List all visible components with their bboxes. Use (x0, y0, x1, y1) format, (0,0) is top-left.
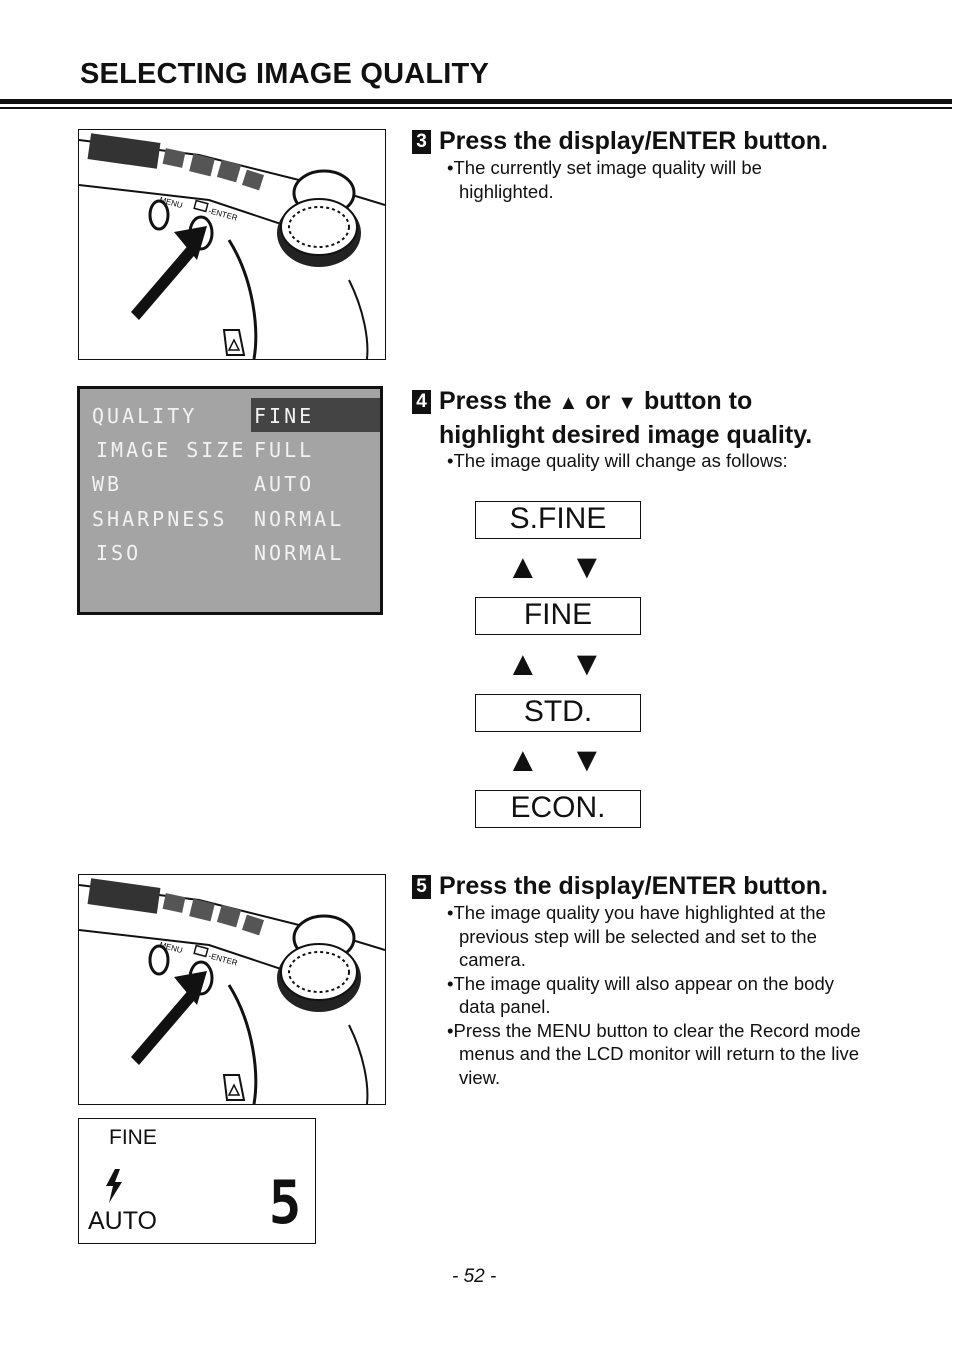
up-arrow-icon: ▲ (506, 741, 540, 779)
menu-value-quality: FINE (254, 404, 315, 428)
menu-label-iso: ISO (96, 541, 142, 565)
menu-value-sharpness: NORMAL (254, 507, 345, 531)
selection-highlight (251, 398, 380, 432)
step4-heading-or: or (585, 387, 611, 415)
step4-bullet: •The image quality will change as follow… (447, 450, 788, 471)
camera-illustration-enter-2: MENU -ENTER (78, 874, 386, 1105)
step5-heading-text: Press the display/ENTER button. (439, 872, 828, 900)
menu-label-wb: WB (92, 472, 123, 496)
menu-value-image-size: FULL (254, 438, 315, 462)
quality-option-econ: ECON. (475, 790, 641, 828)
down-arrow-icon: ▼ (617, 392, 638, 414)
menu-value-iso: NORMAL (254, 541, 345, 565)
step4-bullets: •The image quality will change as follow… (447, 449, 867, 473)
menu-label-sharpness: SHARPNESS (92, 507, 228, 531)
camera-illustration-enter: MENU -ENTER (78, 129, 386, 360)
step3-number: 3 (412, 130, 431, 154)
page-title: SELECTING IMAGE QUALITY (80, 58, 489, 90)
quality-option-fine: FINE (475, 597, 641, 635)
step4-heading-part2: button to (643, 387, 753, 415)
title-rule-thin (0, 107, 952, 109)
quality-option-sfine: S.FINE (475, 501, 641, 539)
up-arrow-icon: ▲ (506, 548, 540, 586)
panel-frame-counter: 5 (268, 1168, 302, 1238)
step3-heading-text: Press the display/ENTER button. (439, 127, 828, 155)
step3-heading: 3 Press the display/ENTER button. (412, 125, 828, 157)
up-arrow-icon: ▲ (558, 392, 579, 414)
body-data-panel: FINE AUTO 5 (78, 1118, 316, 1244)
step5-bullet: •The image quality you have highlighted … (447, 902, 826, 970)
flash-icon (106, 1169, 122, 1203)
page-number: - 52 - (452, 1266, 497, 1287)
menu-value-wb: AUTO (254, 472, 315, 496)
quality-option-std: STD. (475, 694, 641, 732)
step4-heading: 4 Press the ▲ or ▼ button to highlight de… (412, 385, 872, 451)
down-arrow-icon: ▼ (570, 548, 604, 586)
step4-number: 4 (412, 390, 431, 414)
down-arrow-icon: ▼ (570, 741, 604, 779)
step3-bullet: •The currently set image quality will be… (447, 157, 762, 202)
step5-bullet: •The image quality will also appear on t… (447, 972, 834, 1018)
camera-back-drawing: MENU -ENTER (79, 878, 385, 1104)
step5-bullet: •Press the MENU button to clear the Reco… (447, 1019, 861, 1088)
panel-flash-mode: AUTO (88, 1207, 157, 1235)
step3-bullets: •The currently set image quality will be… (447, 156, 837, 203)
menu-label-quality: QUALITY (92, 404, 198, 428)
step5-bullets: •The image quality you have highlighted … (447, 901, 875, 1089)
camera-back-drawing: MENU -ENTER (79, 130, 385, 359)
step5-heading: 5 Press the display/ENTER button. (412, 870, 828, 902)
down-arrow-icon: ▼ (570, 645, 604, 683)
up-arrow-icon: ▲ (506, 645, 540, 683)
menu-label-image-size: IMAGE SIZE (96, 438, 247, 462)
title-rule-thick (0, 99, 952, 104)
lcd-menu-screen: QUALITY FINE IMAGE SIZE FULL WB AUTO SHA… (77, 386, 383, 615)
step5-number: 5 (412, 875, 431, 899)
step4-heading-line2: highlight desired image quality. (439, 421, 813, 449)
step4-heading-part1: Press the (439, 387, 552, 415)
panel-quality: FINE (109, 1126, 157, 1149)
